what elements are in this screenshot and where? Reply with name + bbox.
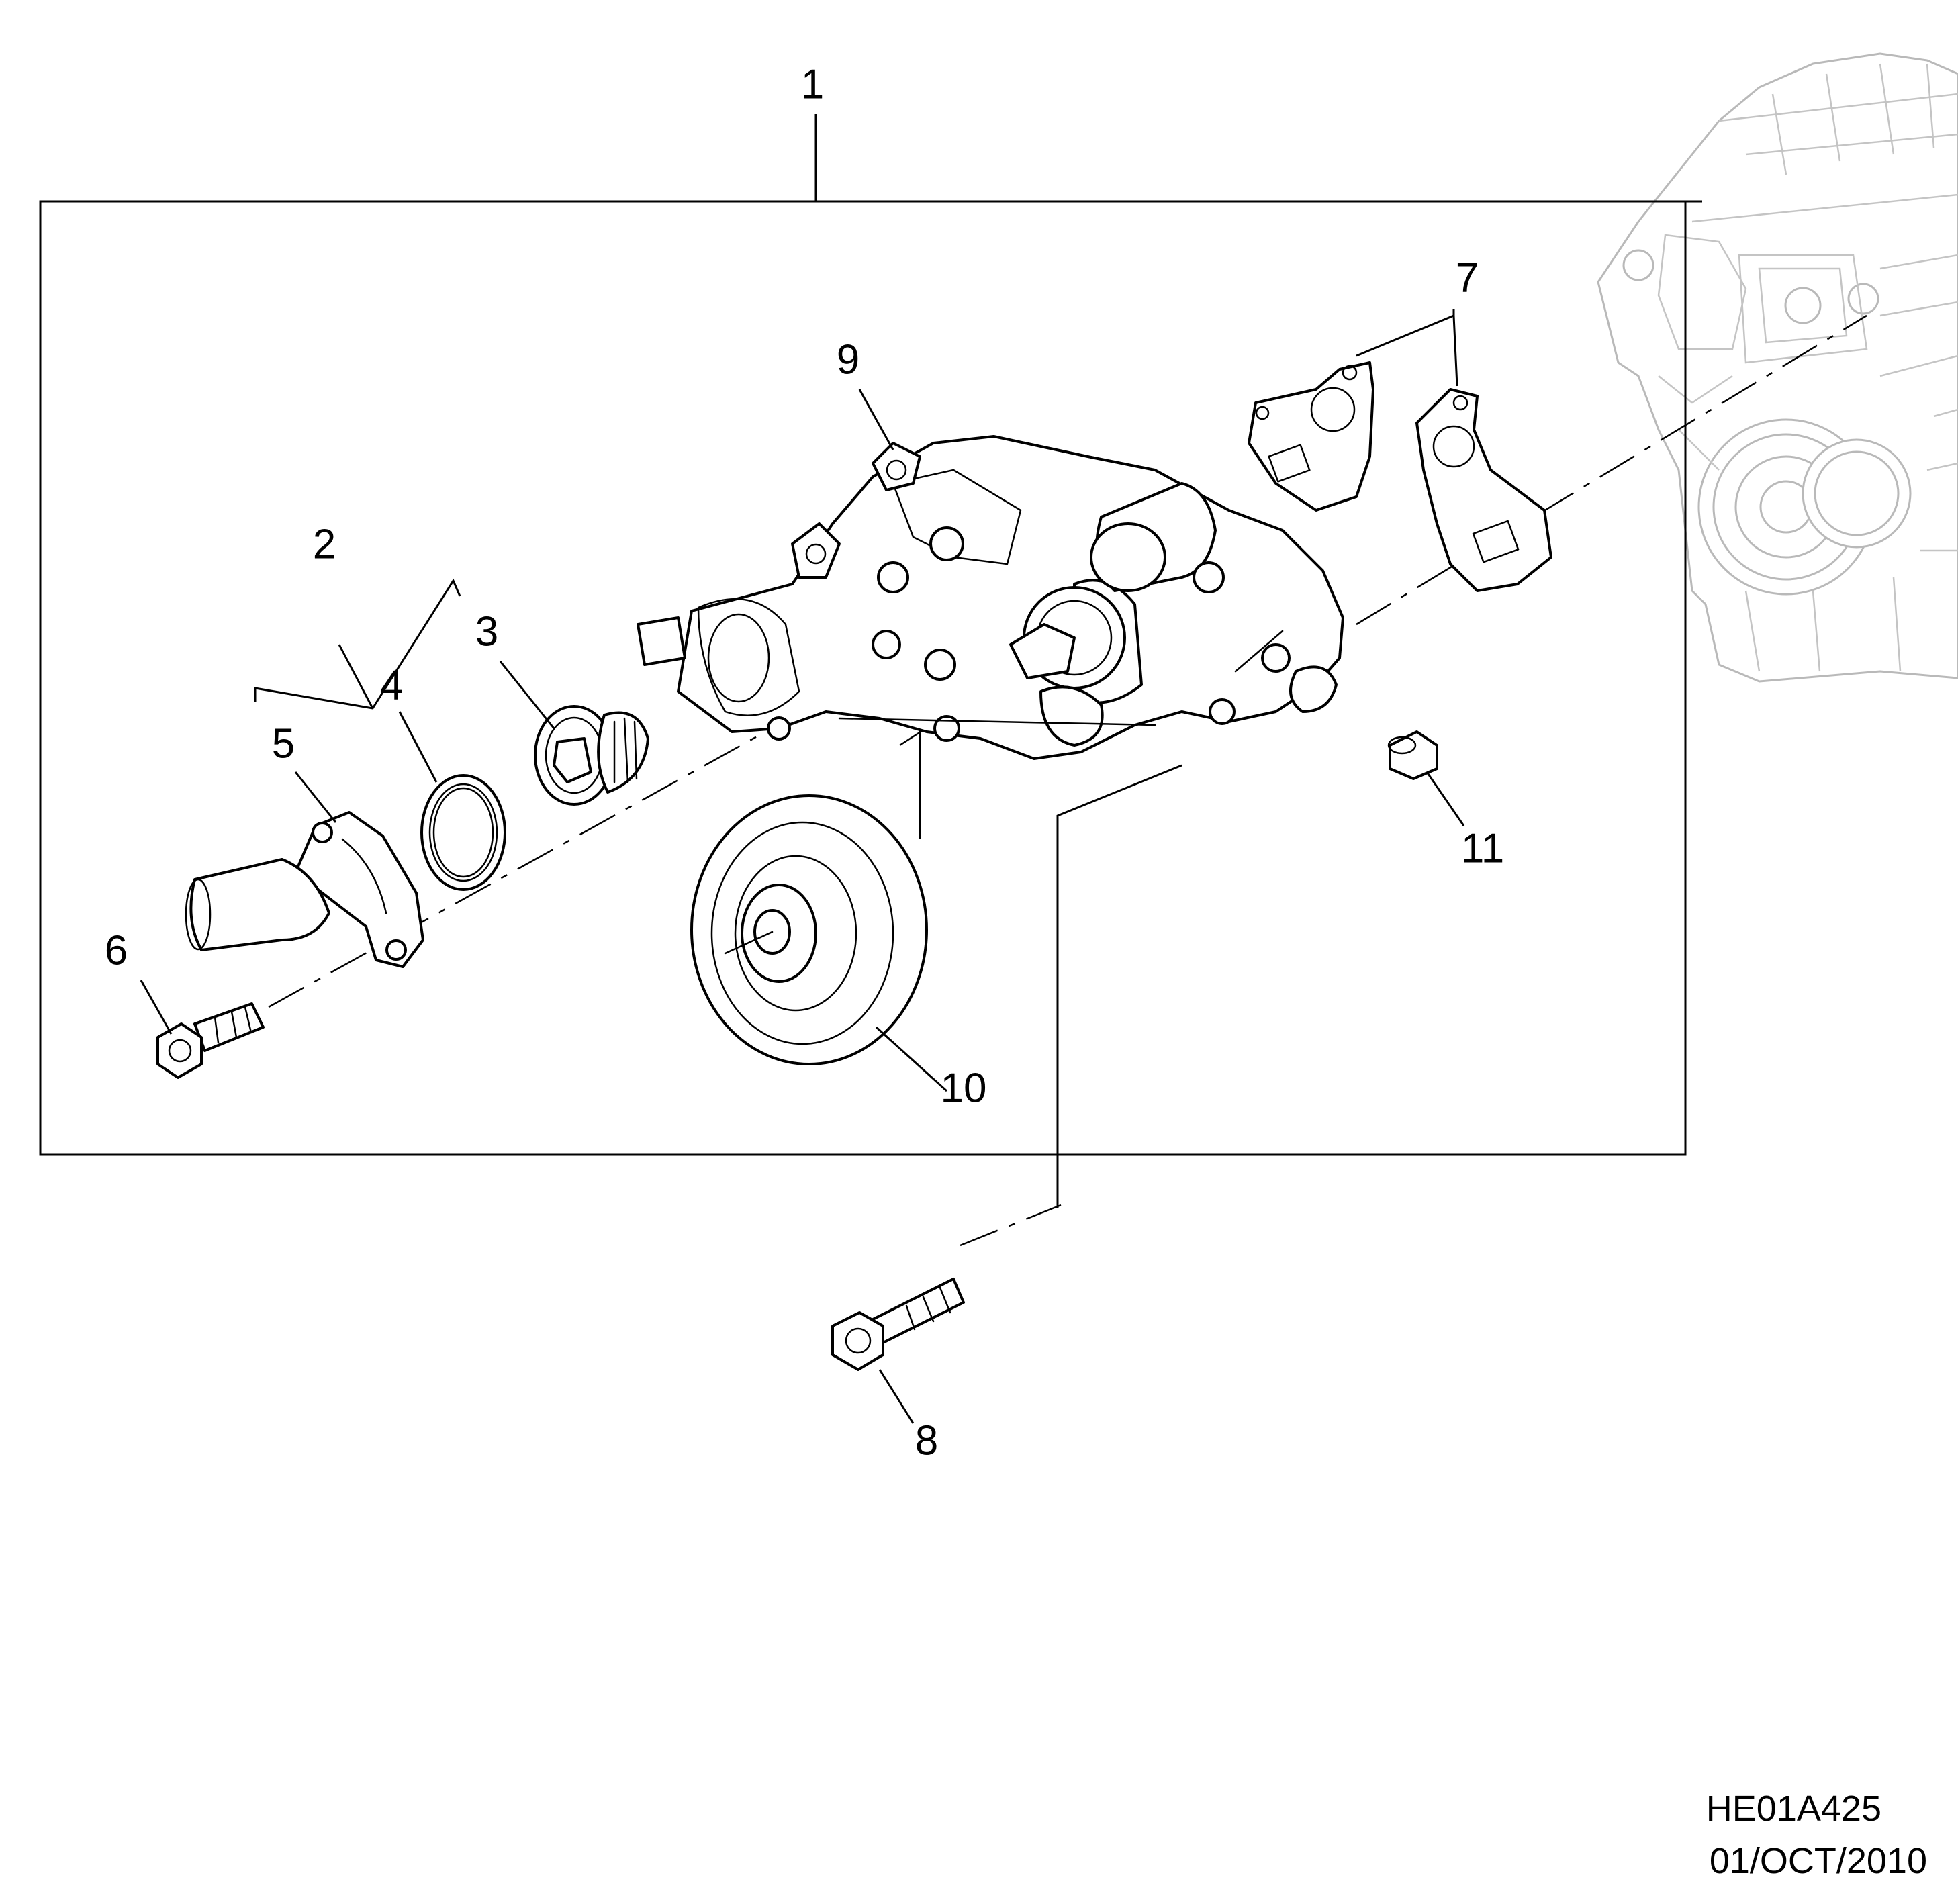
- callout-5: 5: [272, 720, 295, 767]
- callout-1: 1: [801, 61, 824, 107]
- callout-10: 10: [941, 1065, 987, 1111]
- pump-gaskets: [1248, 361, 1552, 592]
- reference-date: 01/OCT/2010: [1710, 1841, 1927, 1881]
- callout-8: 8: [915, 1417, 938, 1464]
- callout-9: 9: [837, 336, 859, 383]
- kit-boundary: [39, 114, 1702, 1156]
- engine-block-illustration: [1597, 52, 1958, 683]
- pump-bolt: [831, 1278, 965, 1371]
- thermostat: [534, 705, 649, 806]
- water-pump-body: [637, 435, 1344, 760]
- plug-nut: [1387, 730, 1438, 780]
- callout-11: 11: [1461, 825, 1504, 871]
- housing-bolt: [156, 1002, 265, 1079]
- callout-2: 2: [313, 521, 336, 567]
- callout-6: 6: [105, 927, 128, 973]
- thermostat-housing: [185, 811, 424, 968]
- pump-pulley: [690, 794, 928, 1065]
- callout-3: 3: [475, 608, 498, 655]
- reference-code: HE01A425: [1706, 1789, 1881, 1829]
- thermostat-seal: [420, 774, 506, 891]
- callout-4: 4: [380, 662, 403, 708]
- drawing-reference: HE01A425 01/OCT/2010: [1706, 1789, 1927, 1881]
- leader-lines: [140, 309, 1465, 1424]
- callout-labels: 1 2 3 4 5 6 7 8 9 10 11: [105, 61, 1504, 1464]
- callout-7: 7: [1456, 254, 1479, 301]
